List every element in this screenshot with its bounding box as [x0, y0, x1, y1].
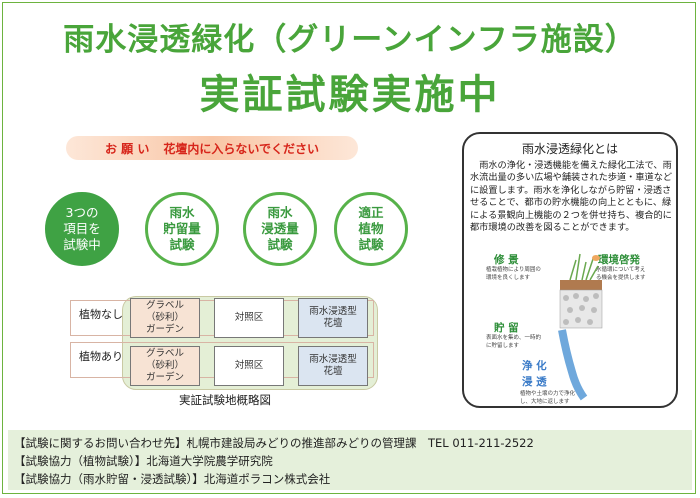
title-line2: 実証試験実施中 [199, 72, 501, 118]
label-infiltrate: 浸 透 [522, 376, 547, 388]
circle-plant-test: 適正 植物 試験 [334, 192, 408, 266]
note-landscape: 植栽植物により周囲の 環境を良くします [486, 267, 541, 281]
test-site-diagram: 植物なし 植物あり グラベル （砂利） ガーデン 対照区 雨水浸透型 花壇 グラ… [70, 296, 380, 390]
cell-label: 雨水浸透型 花壇 [309, 306, 357, 329]
title-line1: 雨水浸透緑化（グリーンインフラ施設） [63, 22, 637, 58]
cell-control: 対照区 [214, 346, 284, 386]
circle-test-items: 3つの 項目を 試験中 [45, 192, 119, 266]
cell-control: 対照区 [214, 298, 284, 338]
circle-label: 3つの 項目を 試験中 [63, 205, 101, 252]
cell-label: グラベル （砂利） ガーデン [145, 348, 184, 383]
footer-infiltration-test-line: 【試験協力（雨水貯留・浸透試験）】北海道ポラコン株式会社 [14, 472, 331, 486]
page-border [2, 2, 696, 494]
cell-label: 雨水浸透型 花壇 [309, 354, 357, 377]
notice-text: 花壇内に入らないでください [163, 141, 319, 156]
info-title: 雨水浸透緑化とは [521, 142, 618, 156]
info-body: 雨水の浄化・浸透機能を備えた緑化工法で、雨水流出量の多い広場や舗装された歩道・車… [470, 160, 673, 234]
row-label: 植物なし [79, 308, 123, 321]
circle-label: 雨水 浸透量 試験 [261, 205, 299, 252]
footer-contact: 【試験に関するお問い合わせ先】札幌市建設局みどりの推進部みどりの管理課 TEL … [8, 430, 692, 490]
note-infiltrate: 植物や土壌の力で浄化 し、大地に返します [520, 391, 576, 405]
cell-label: グラベル （砂利） ガーデン [145, 300, 184, 335]
cell-gravel-garden: グラベル （砂利） ガーデン [130, 346, 200, 386]
label-enlighten: 環境啓発 [598, 254, 640, 266]
circle-label: 雨水 貯留量 試験 [163, 205, 201, 252]
notice-banner: お 願 い 花壇内に入らないでください [66, 136, 358, 160]
rain-garden-illustration [558, 253, 603, 401]
label-landscape: 修 景 [494, 254, 519, 266]
cell-label: 対照区 [234, 312, 264, 323]
note-storage: 表面水を集め、一時的 に貯留します [486, 335, 542, 349]
info-panel: 雨水浸透緑化とは 雨水の浄化・浸透機能を備えた緑化工法で、雨水流出量の多い広場や… [462, 132, 678, 408]
cell-rain-bed: 雨水浸透型 花壇 [298, 298, 368, 338]
footer-plant-test-line: 【試験協力（植物試験）】北海道大学院農学研究院 [14, 454, 273, 468]
cell-gravel-garden: グラベル （砂利） ガーデン [130, 298, 200, 338]
cell-rain-bed: 雨水浸透型 花壇 [298, 346, 368, 386]
note-enlighten: 水循環について考え る機会を提供します [596, 267, 646, 281]
footer-contact-line: 【試験に関するお問い合わせ先】札幌市建設局みどりの推進部みどりの管理課 TEL … [14, 436, 534, 450]
circle-storage-test: 雨水 貯留量 試験 [145, 192, 219, 266]
label-storage: 貯 留 [494, 322, 519, 334]
circle-label: 適正 植物 試験 [358, 205, 384, 252]
cell-label: 対照区 [234, 360, 264, 371]
row-label: 植物あり [79, 350, 123, 363]
label-purify: 浄 化 [522, 360, 547, 372]
circle-infiltration-test: 雨水 浸透量 試験 [243, 192, 317, 266]
notice-lead: お 願 い [104, 141, 150, 156]
diagram-caption: 実証試験地概略図 [179, 393, 271, 407]
